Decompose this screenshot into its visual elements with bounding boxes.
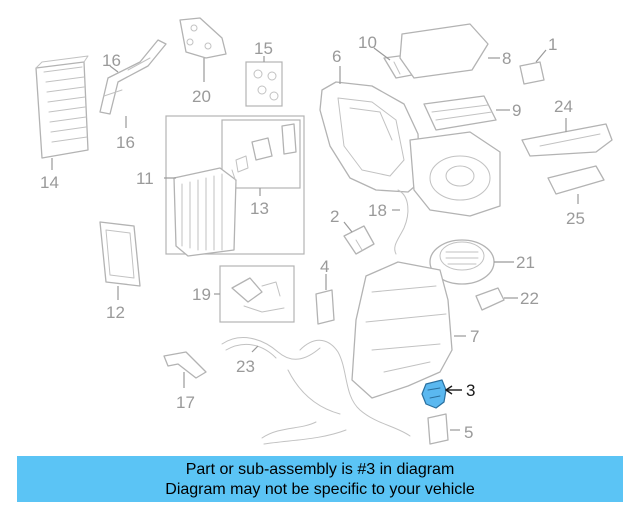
part-sensor-lead xyxy=(392,189,409,255)
part-bracket xyxy=(179,17,227,82)
part-3-highlighted[interactable] xyxy=(421,379,462,409)
callout-13: 13 xyxy=(250,199,269,218)
part-heater-pipes xyxy=(99,39,167,128)
banner-line-part-number: Part or sub-assembly is #3 in diagram xyxy=(185,461,455,478)
part-clip xyxy=(519,49,547,85)
callout-16-lower: 16 xyxy=(116,133,135,152)
part-hvac-housing xyxy=(319,66,501,217)
callout-2: 2 xyxy=(330,207,339,226)
callout-18: 18 xyxy=(368,201,387,220)
part-gasket-frame xyxy=(99,221,141,300)
part-top-cover xyxy=(373,23,500,79)
part-duct xyxy=(163,351,207,388)
callout-17: 17 xyxy=(176,393,195,412)
callout-5: 5 xyxy=(464,423,473,442)
callout-1: 1 xyxy=(548,35,557,54)
part-resistor xyxy=(475,287,518,311)
callout-25: 25 xyxy=(566,209,585,228)
callout-4: 4 xyxy=(320,257,329,276)
callout-20: 20 xyxy=(192,87,211,106)
part-blower-motor xyxy=(429,239,514,285)
part-air-duct-25 xyxy=(547,165,605,204)
callout-6: 6 xyxy=(332,47,341,66)
callout-3: 3 xyxy=(466,381,475,400)
callout-11: 11 xyxy=(136,169,154,188)
part-air-duct-24 xyxy=(521,118,613,157)
part-hvac-lower-housing xyxy=(351,261,466,399)
part-main-harness xyxy=(261,339,411,445)
part-grommet-kit xyxy=(245,56,283,107)
callout-15: 15 xyxy=(254,39,273,58)
callout-14: 14 xyxy=(40,173,59,192)
part-wiring-harness-23 xyxy=(221,337,321,360)
callout-21: 21 xyxy=(516,253,535,272)
callout-22: 22 xyxy=(520,289,539,308)
part-evaporator-group xyxy=(164,115,305,257)
part-small-mount xyxy=(427,413,460,445)
callout-9: 9 xyxy=(512,101,521,120)
part-small-bracket xyxy=(315,274,335,325)
part-heater-core xyxy=(35,55,89,170)
parts-diagram: 1 2 3 4 5 6 7 8 9 10 11 12 13 14 15 16 1… xyxy=(35,17,613,445)
callout-12: 12 xyxy=(106,303,125,322)
callout-7: 7 xyxy=(470,327,479,346)
callout-10: 10 xyxy=(358,33,377,52)
part-cabin-filter xyxy=(423,95,510,131)
callout-24: 24 xyxy=(554,97,573,116)
callout-8: 8 xyxy=(502,49,511,68)
part-actuator-kit xyxy=(214,265,295,323)
callout-labels: 1 2 3 4 5 6 7 8 9 10 11 12 13 14 15 16 1… xyxy=(40,33,585,442)
callout-16-upper: 16 xyxy=(102,51,121,70)
callout-19: 19 xyxy=(192,285,211,304)
info-banner: Part or sub-assembly is #3 in diagram Di… xyxy=(17,456,623,502)
callout-23: 23 xyxy=(236,357,255,376)
banner-line-disclaimer: Diagram may not be specific to your vehi… xyxy=(165,481,475,498)
part-sensor xyxy=(343,221,375,255)
